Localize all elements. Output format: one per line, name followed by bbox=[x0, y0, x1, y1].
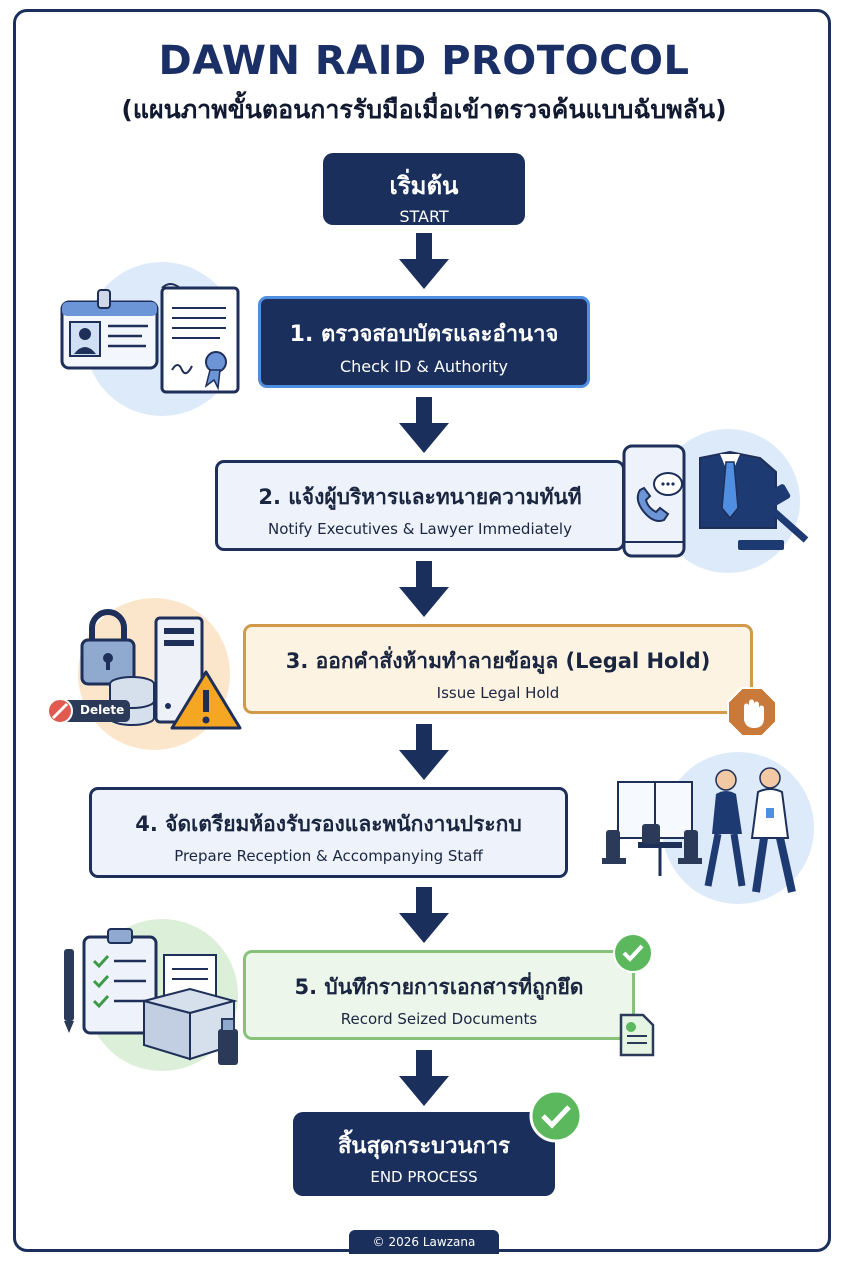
arrow-down-icon bbox=[399, 887, 449, 943]
copyright-footer: © 2026 Lawzana bbox=[349, 1230, 499, 1254]
arrow-down-icon bbox=[399, 397, 449, 453]
arrow-down-icon bbox=[399, 1050, 449, 1106]
step-2-box: 2. แจ้งผู้บริหารและทนายความทันที Notify … bbox=[215, 460, 625, 551]
step-3-label-th: 3. ออกคำสั่งห้ามทำลายข้อมูล (Legal Hold) bbox=[285, 649, 711, 673]
delete-badge-label: Delete bbox=[80, 703, 125, 717]
step2-illustration bbox=[622, 429, 809, 573]
end-label-th: สิ้นสุดกระบวนการ bbox=[338, 1134, 510, 1159]
step1-illustration bbox=[60, 262, 240, 416]
step-5-box: 5. บันทึกรายการเอกสารที่ถูกยึด Record Se… bbox=[243, 950, 635, 1040]
step-3-box: 3. ออกคำสั่งห้ามทำลายข้อมูล (Legal Hold)… bbox=[243, 624, 753, 714]
end-label-en: END PROCESS bbox=[370, 1168, 478, 1186]
page-title: DAWN RAID PROTOCOL bbox=[158, 38, 690, 84]
step-1-label-en: Check ID & Authority bbox=[339, 357, 509, 376]
check-circle-icon bbox=[529, 1089, 583, 1143]
arrow-down-icon bbox=[399, 233, 449, 289]
lock-icon bbox=[80, 609, 136, 686]
step-2-label-th: 2. แจ้งผู้บริหารและทนายความทันที bbox=[258, 485, 582, 509]
staff-people-icon bbox=[704, 767, 796, 893]
pen-icon bbox=[64, 949, 74, 1033]
end-node: สิ้นสุดกระบวนการ END PROCESS bbox=[293, 1112, 555, 1196]
document-icon bbox=[619, 1013, 655, 1057]
start-node: เริ่มต้น START bbox=[323, 153, 525, 226]
usb-drive-icon bbox=[218, 1018, 238, 1065]
start-label-en: START bbox=[399, 207, 449, 226]
meeting-room-icon bbox=[602, 781, 702, 876]
step-1-box: 1. ตรวจสอบบัตรและอำนาจ Check ID & Author… bbox=[258, 296, 590, 388]
lawyer-suit-icon bbox=[699, 450, 777, 529]
clipboard-checklist-icon bbox=[82, 928, 158, 1035]
step-3-label-en: Issue Legal Hold bbox=[436, 684, 560, 702]
step-2-label-en: Notify Executives & Lawyer Immediately bbox=[268, 520, 572, 538]
step-4-label-th: 4. จัดเตรียมห้องรับรองและพนักงานประกบ bbox=[135, 812, 522, 836]
step-4-box: 4. จัดเตรียมห้องรับรองและพนักงานประกบ Pr… bbox=[89, 787, 568, 878]
step5-illustration bbox=[64, 919, 238, 1071]
phone-icon bbox=[622, 444, 686, 558]
stop-hand-icon bbox=[727, 687, 777, 737]
step-4-label-en: Prepare Reception & Accompanying Staff bbox=[174, 847, 483, 865]
box-icon bbox=[140, 954, 238, 1061]
delete-icon bbox=[47, 698, 130, 724]
start-label-th: เริ่มต้น bbox=[389, 172, 459, 200]
step4-illustration bbox=[602, 752, 814, 904]
step-5-label-th: 5. บันทึกรายการเอกสารที่ถูกยึด bbox=[294, 975, 584, 999]
step-1-label-th: 1. ตรวจสอบบัตรและอำนาจ bbox=[289, 322, 559, 347]
arrow-down-icon bbox=[399, 561, 449, 617]
page-subtitle: (แผนภาพขั้นตอนการรับมือเมื่อเข้าตรวจค้นแ… bbox=[121, 95, 727, 124]
warning-icon bbox=[170, 670, 242, 730]
check-circle-icon bbox=[613, 933, 653, 973]
arrow-down-icon bbox=[399, 724, 449, 780]
step3-illustration bbox=[47, 598, 242, 750]
id-card-icon bbox=[60, 289, 159, 370]
certificate-icon bbox=[160, 283, 240, 394]
step-5-label-en: Record Seized Documents bbox=[340, 1010, 538, 1028]
gavel-icon bbox=[738, 484, 809, 550]
